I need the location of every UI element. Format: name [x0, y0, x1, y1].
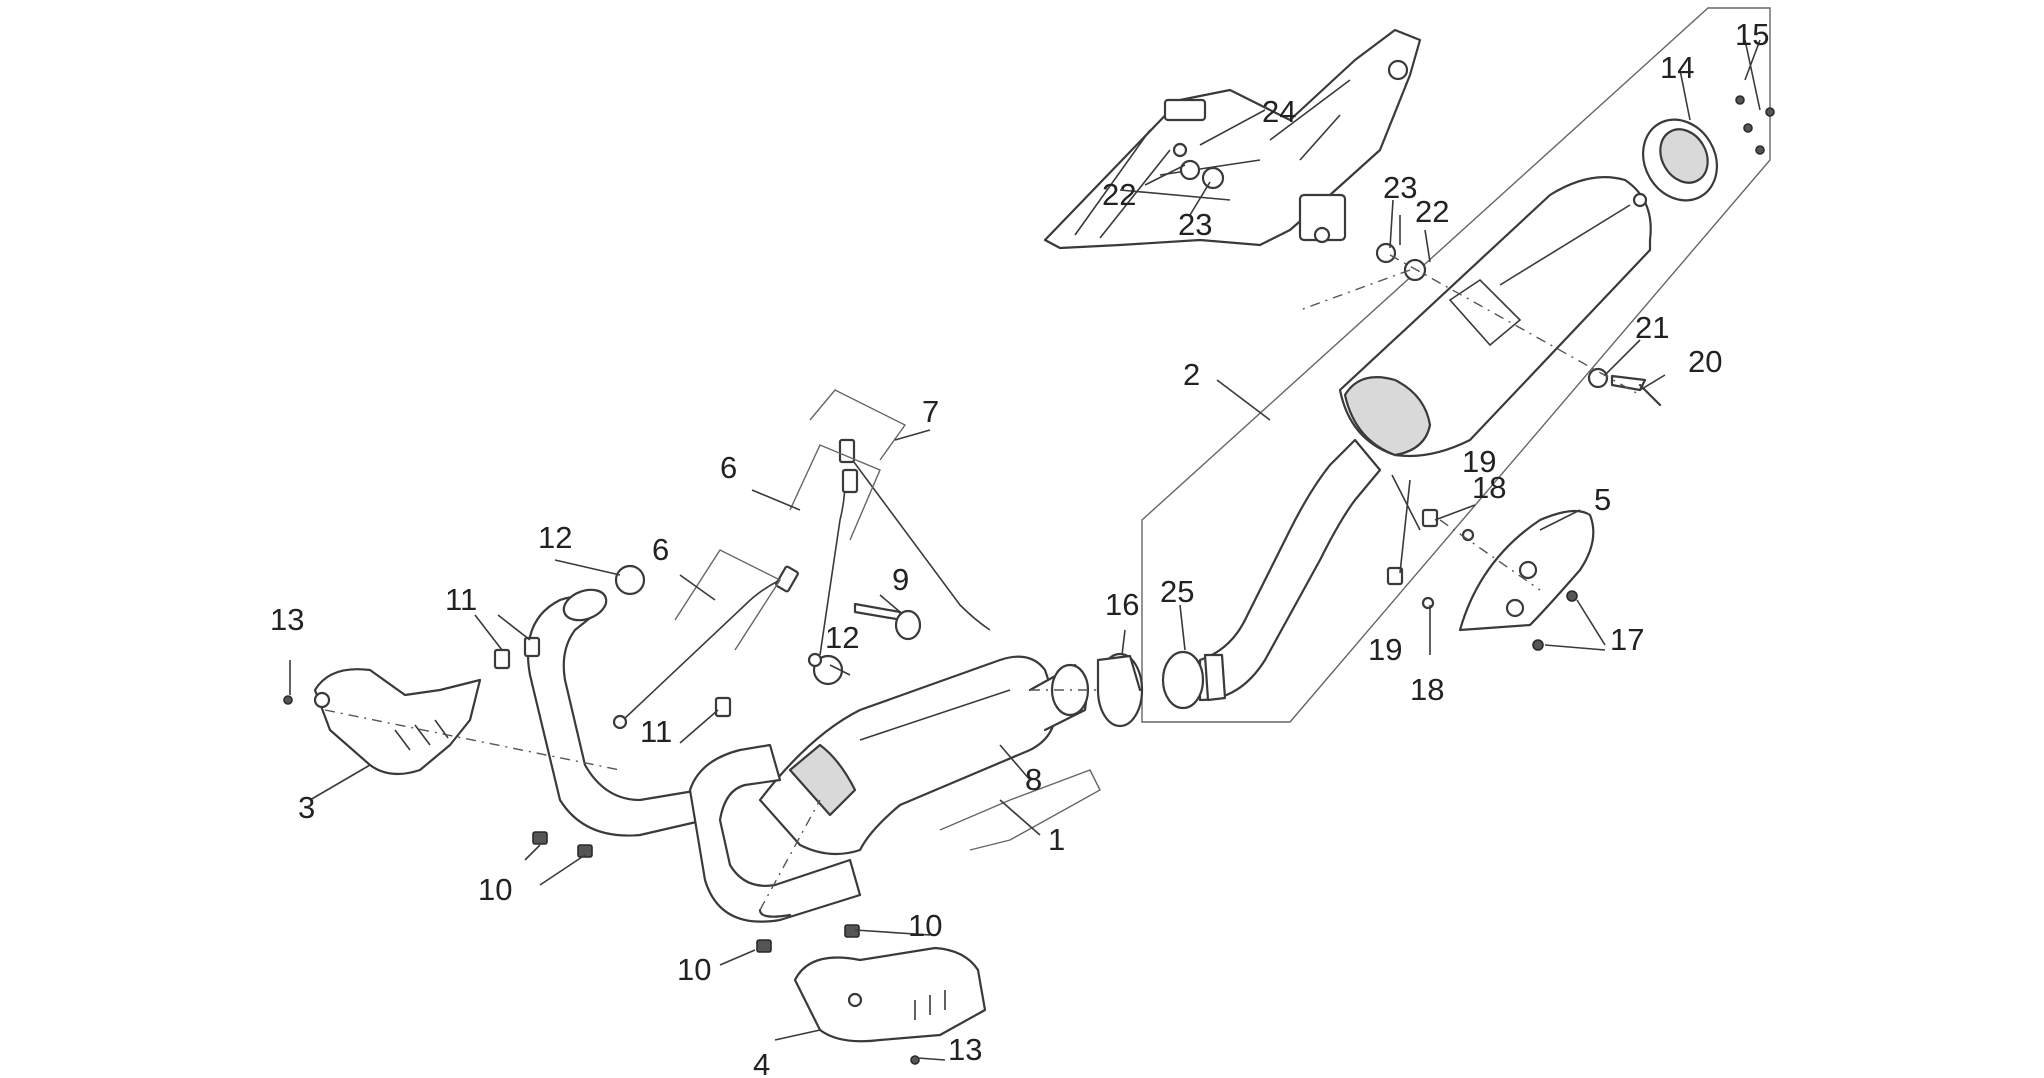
heat-shield-3	[313, 668, 482, 776]
callout-22a: 22	[1102, 177, 1136, 212]
screws-13	[283, 695, 920, 1065]
header-pipe-lower	[688, 743, 862, 923]
group-brackets	[674, 389, 1101, 851]
callout-18b: 18	[1410, 672, 1444, 707]
clamp-16	[1096, 652, 1144, 728]
rear-frame	[1043, 28, 1422, 250]
callout-22b: 22	[1415, 194, 1449, 229]
seal-25	[1161, 650, 1205, 710]
muffler-link-pipe	[1198, 438, 1382, 702]
callout-1: 1	[1048, 822, 1065, 857]
callout-10c: 10	[677, 952, 711, 987]
callout-12a: 12	[538, 520, 572, 555]
small-hardware	[1172, 142, 1662, 651]
callout-23b: 23	[1383, 170, 1417, 205]
callout-9: 9	[892, 562, 909, 597]
callout-5: 5	[1594, 482, 1611, 517]
bolt-9	[853, 602, 922, 641]
callout-10a: 10	[478, 872, 512, 907]
callout-18a: 18	[1472, 470, 1506, 505]
callout-4: 4	[753, 1047, 770, 1078]
leader-lines	[289, 39, 1761, 1061]
header-pipe-upper	[526, 588, 707, 837]
callout-25: 25	[1160, 574, 1194, 609]
heat-shield-4	[793, 946, 987, 1043]
assembly-lines	[324, 254, 1641, 911]
callout-20: 20	[1688, 344, 1722, 379]
callout-14: 14	[1660, 50, 1694, 85]
muffler	[1338, 176, 1652, 458]
callout-21: 21	[1635, 310, 1669, 345]
callout-2: 2	[1183, 357, 1200, 392]
callout-11a: 11	[445, 582, 477, 617]
muffler-group-outline	[1141, 7, 1771, 723]
callout-17: 17	[1610, 622, 1644, 657]
catalyst-collector	[758, 655, 1090, 856]
callout-labels: 1 2 3 4 5 6 6 7 8 9 10 10 10 11 11 12 12…	[270, 17, 1769, 1078]
heat-shield-5	[1458, 509, 1595, 632]
callout-10b: 10	[908, 908, 942, 943]
callout-23a: 23	[1178, 207, 1212, 242]
callout-6a: 6	[720, 450, 737, 485]
callout-13a: 13	[270, 602, 304, 637]
clips-10	[532, 831, 860, 953]
callout-15: 15	[1735, 17, 1769, 52]
callout-13b: 13	[948, 1032, 982, 1067]
callout-8: 8	[1025, 762, 1042, 797]
lambda-sensors	[612, 438, 991, 730]
callout-16: 16	[1105, 587, 1139, 622]
callout-6b: 6	[652, 532, 669, 567]
callout-12b: 12	[825, 620, 859, 655]
callout-7: 7	[922, 394, 939, 429]
callout-3: 3	[298, 790, 315, 825]
callout-24: 24	[1262, 94, 1296, 129]
callout-19a: 19	[1462, 444, 1496, 479]
screws-15	[1735, 95, 1775, 155]
end-cap	[1642, 118, 1718, 202]
callout-19b: 19	[1368, 632, 1402, 667]
callout-11b: 11	[640, 714, 672, 749]
